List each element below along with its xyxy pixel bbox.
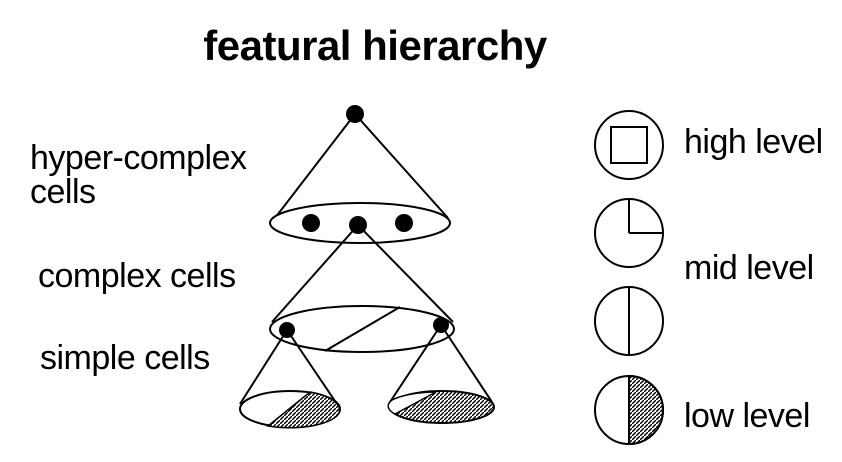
complex-cone [269,224,455,353]
simple-cone-left [239,329,341,429]
diagram-title: featural hierarchy [203,22,547,69]
legend-mid-level: mid level [684,249,814,287]
hyper-complex-node [346,105,364,123]
complex-node-1 [302,214,320,232]
square-in-circle-icon [594,110,664,180]
label-complex-cells: complex cells [38,257,236,295]
label-simple-cells: simple cells [40,339,210,377]
half-shaded-circle-icon [594,374,664,446]
legend-high-level: high level [684,123,823,161]
legend-low-level: low level [684,397,810,435]
label-hyper-complex-cells: cells [30,173,96,211]
label-hyper-complex: hyper-complex [30,139,247,177]
quarter-circle-icon [594,198,664,268]
half-split-circle-icon [594,286,664,356]
complex-node-3 [395,214,413,232]
simple-cone-right [387,324,495,424]
